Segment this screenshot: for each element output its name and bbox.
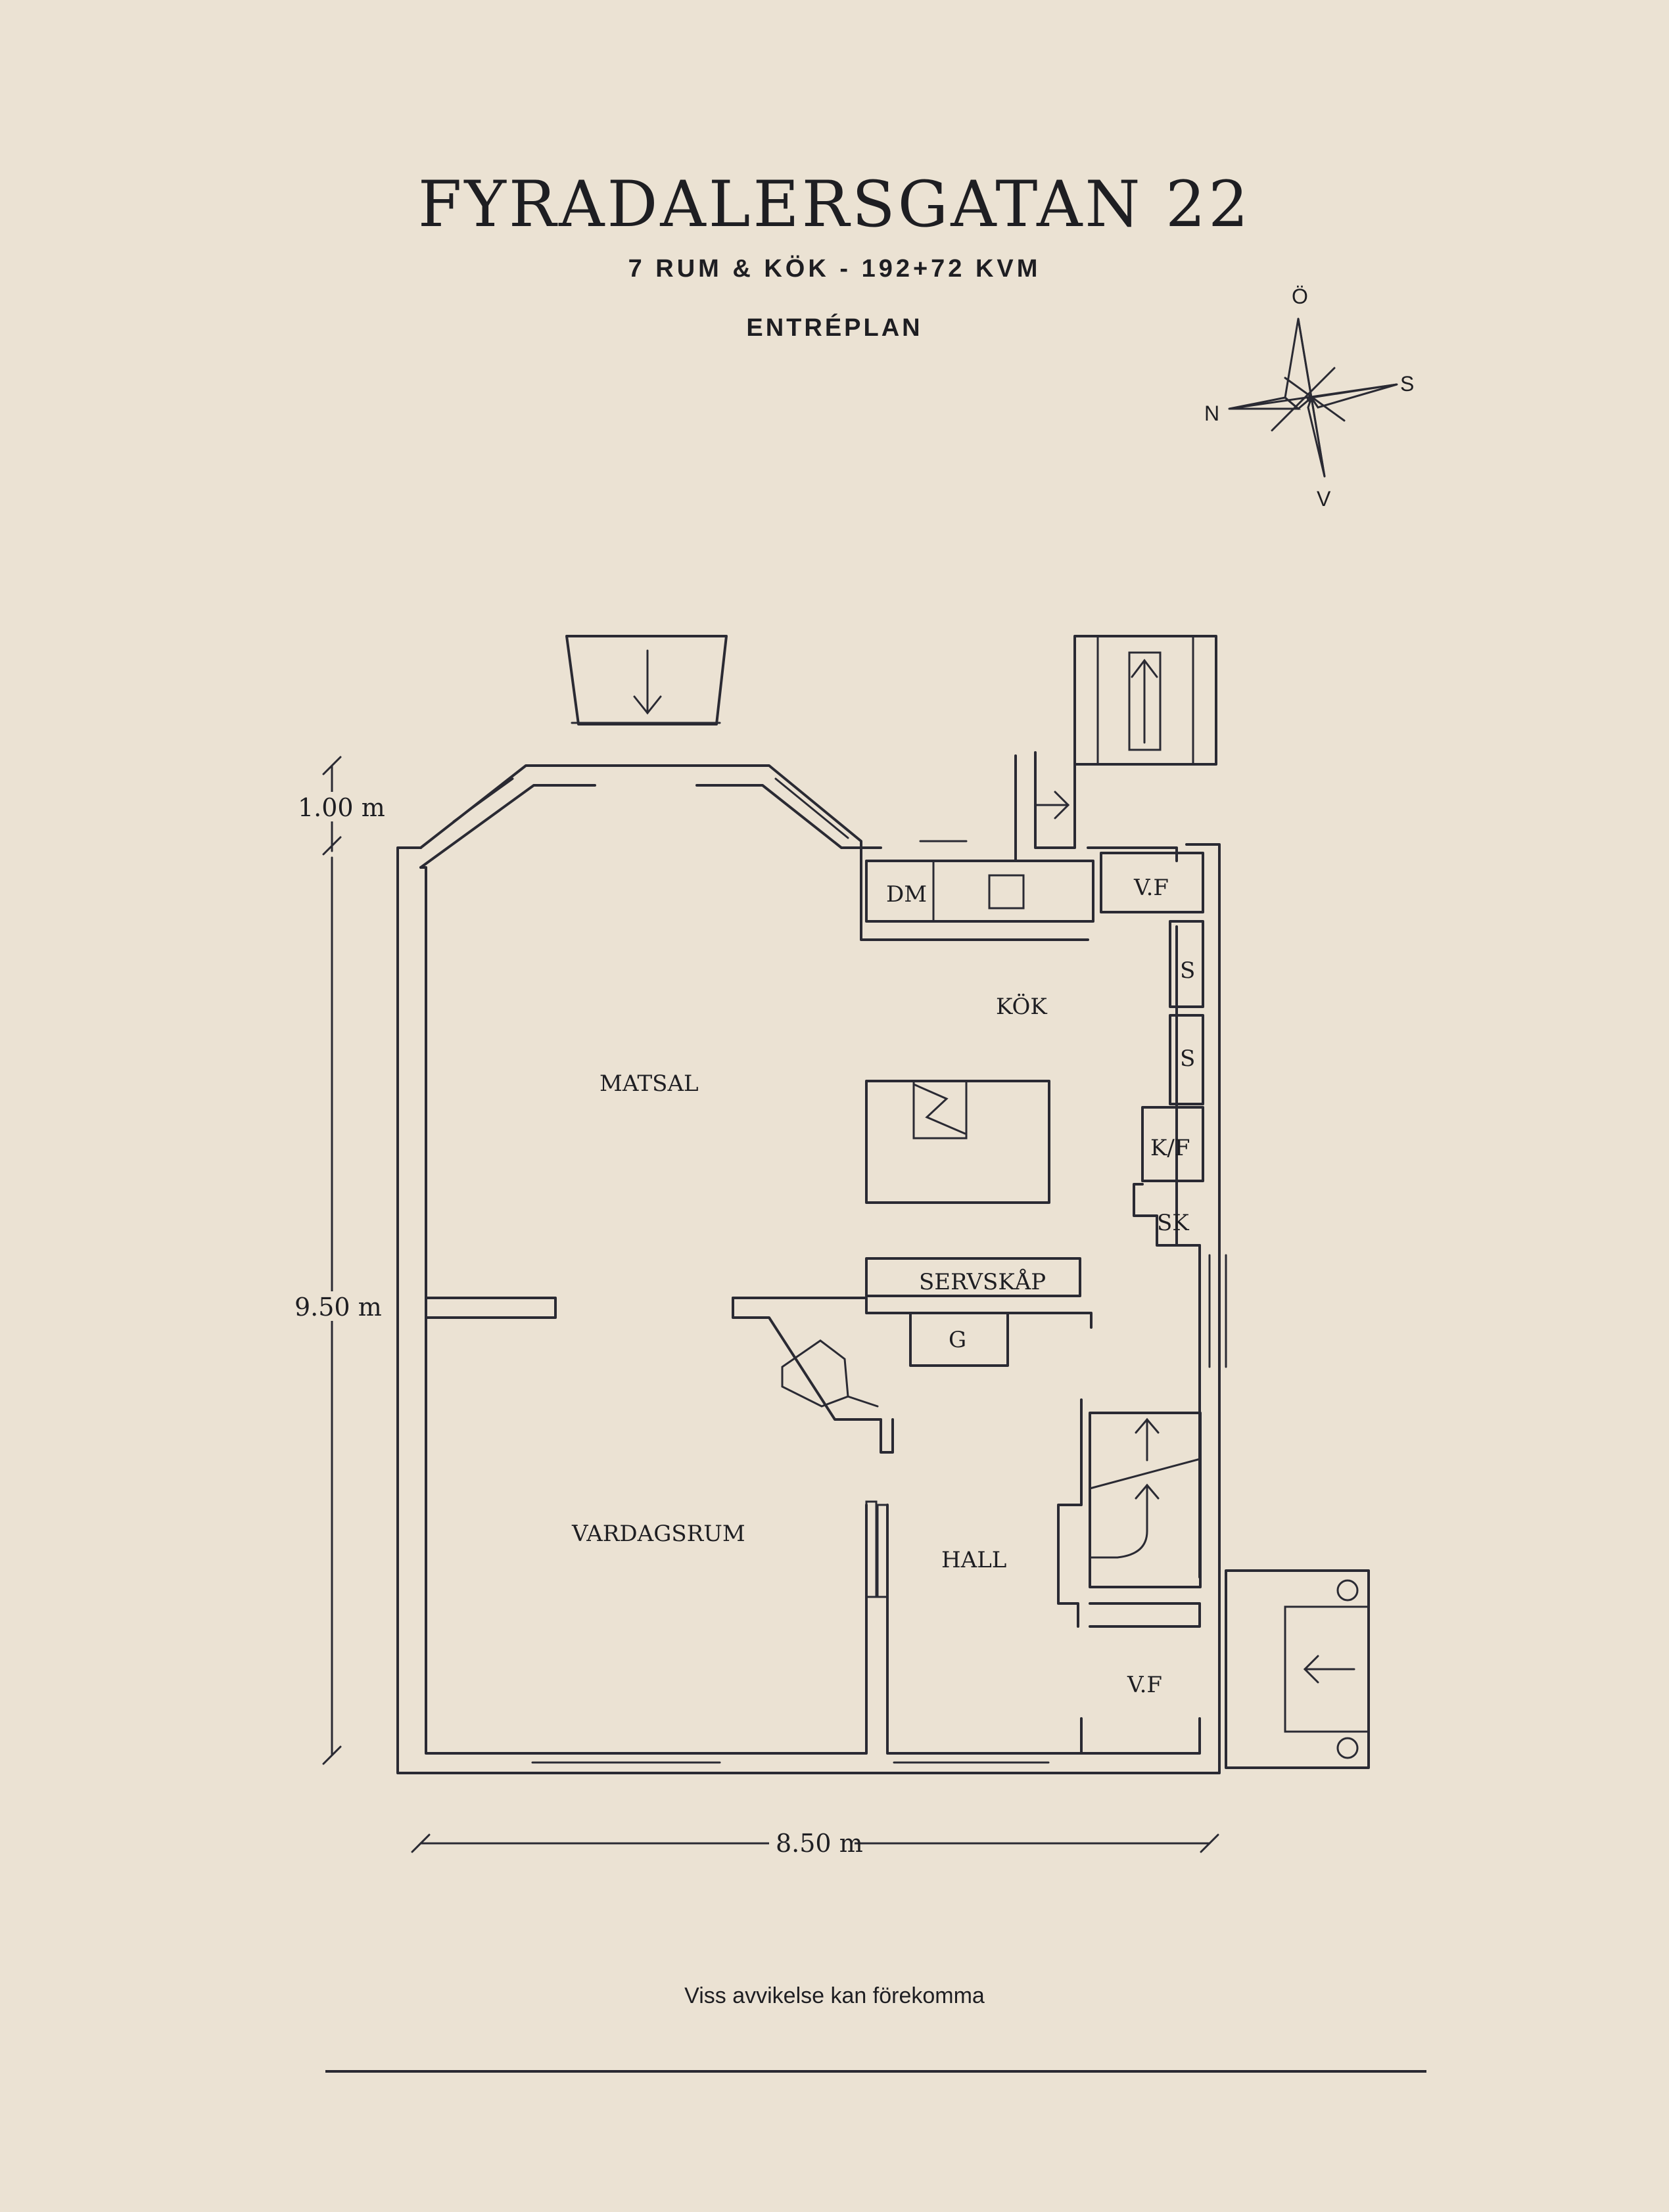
label-g: G <box>949 1327 966 1353</box>
hall-stair <box>1057 1398 1202 1755</box>
compass-rose-icon: Ö S N V <box>1204 285 1414 511</box>
label-dm: DM <box>886 881 927 908</box>
dimension-top-bay: 1.00 m <box>298 793 385 822</box>
label-vf-bottom: V.F <box>1127 1672 1162 1698</box>
kitchen-island <box>865 1080 1050 1204</box>
compass-north-label: N <box>1204 402 1219 425</box>
top-right-stair <box>1014 635 1217 862</box>
label-kf: K/F <box>1150 1135 1190 1161</box>
floor-level-label: ENTRÉPLAN <box>746 314 923 342</box>
partition-wall <box>425 1297 889 1598</box>
page-subtitle: 7 RUM & KÖK - 192+72 KVM <box>628 255 1041 283</box>
dimension-lines: 1.00 m 9.50 m 8.50 m <box>289 756 1219 1858</box>
label-sk: SK <box>1157 1210 1189 1236</box>
compass-east-label: Ö <box>1292 285 1308 308</box>
label-vf-top: V.F <box>1133 875 1169 901</box>
dimension-height: 9.50 m <box>294 1293 382 1322</box>
disclaimer-note: Viss avvikelse kan förekomma <box>684 1983 985 2008</box>
top-steps <box>565 635 728 726</box>
label-s2: S <box>1180 1046 1195 1072</box>
entrance-porch <box>1225 1569 1370 1769</box>
room-label-hall: HALL <box>941 1547 1006 1573</box>
label-s1: S <box>1180 957 1195 984</box>
servskap-area <box>732 1257 1093 1454</box>
label-servskap: SERVSKÅP <box>919 1268 1046 1295</box>
compass-west-label: V <box>1317 487 1331 511</box>
room-label-vardagsrum: VARDAGSRUM <box>571 1521 745 1547</box>
page-title: FYRADALERSGATAN 22 <box>417 168 1252 241</box>
outer-walls <box>396 764 1227 1774</box>
dimension-width: 8.50 m <box>776 1829 863 1858</box>
compass-south-label: S <box>1400 372 1414 396</box>
room-label-matsal: MATSAL <box>599 1071 699 1097</box>
room-label-kok: KÖK <box>996 993 1047 1020</box>
kitchen-counters <box>865 852 1204 1247</box>
